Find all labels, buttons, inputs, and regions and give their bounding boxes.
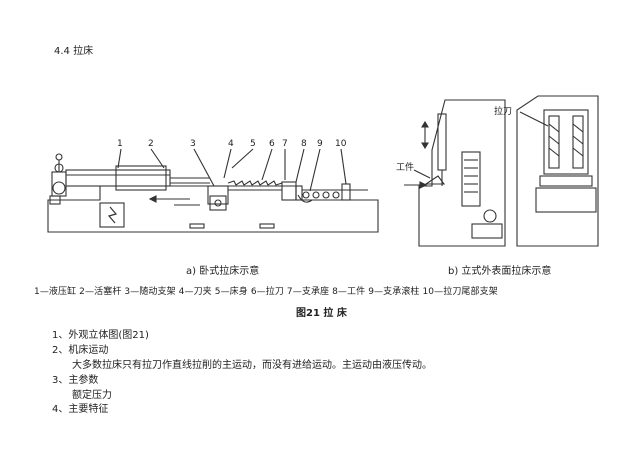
item-2-description: 大多数拉床只有拉刀作直线拉削的主运动，而没有进给运动。主运动由液压传动。 [72, 360, 432, 371]
callout-1: 1 [117, 139, 123, 149]
item-3-description: 额定压力 [72, 390, 112, 401]
callout-6: 6 [269, 139, 275, 149]
item-1: 1、外观立体图(图21) [52, 330, 149, 341]
item-4: 4、主要特征 [52, 404, 109, 415]
caption-b: b) 立式外表面拉床示意 [448, 266, 552, 277]
callout-10: 10 [335, 139, 347, 149]
callout-5: 5 [250, 139, 256, 149]
figure-legend: 1—液压缸 2—活塞杆 3—随动支架 4—刀夹 5—床身 6—拉刀 7—支承座 … [34, 287, 498, 297]
callout-7: 7 [282, 139, 288, 149]
callout-8: 8 [301, 139, 307, 149]
item-2: 2、机床运动 [52, 345, 109, 356]
figure-title: 图21 拉 床 [296, 308, 347, 319]
label-broach: 拉刀 [494, 107, 513, 117]
callout-3: 3 [190, 139, 196, 149]
item-3: 3、主参数 [52, 375, 99, 386]
caption-a: a) 卧式拉床示意 [186, 266, 260, 277]
section-heading: 4.4 拉床 [54, 46, 94, 57]
label-workpiece: 工件 [396, 163, 415, 173]
callout-4: 4 [228, 139, 234, 149]
callout-9: 9 [317, 139, 323, 149]
callout-2: 2 [148, 139, 154, 149]
